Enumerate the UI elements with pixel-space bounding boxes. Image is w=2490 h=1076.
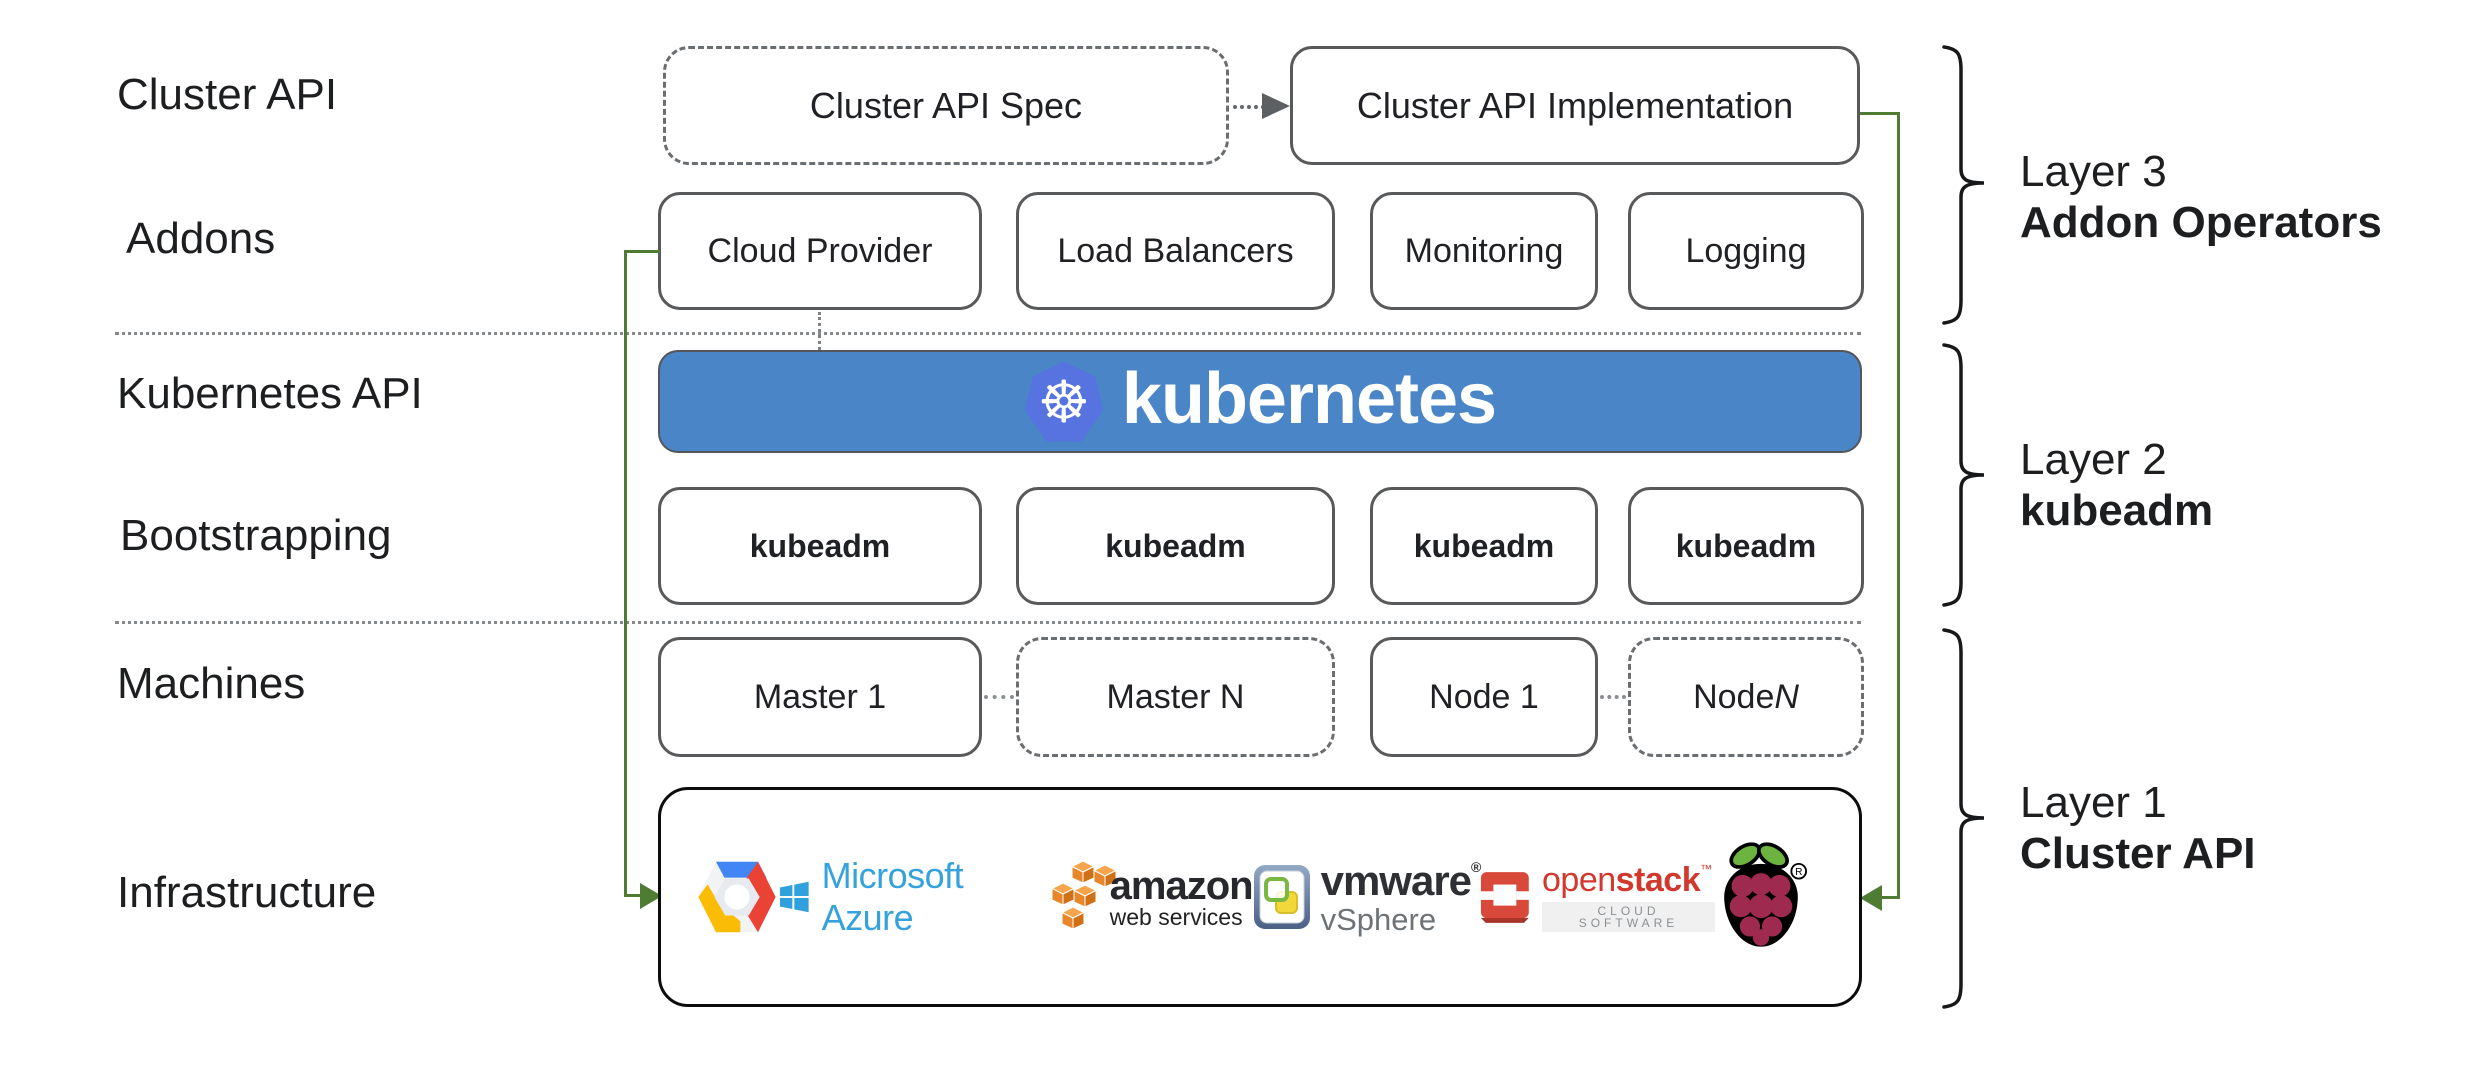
wheel-glyph: ☸ (1037, 367, 1090, 436)
microsoft-azure-logo: Microsoft Azure (779, 855, 1052, 939)
addon-label: Logging (1685, 231, 1807, 270)
web-services-wordmark: web services (1109, 903, 1243, 930)
vsphere-wordmark: vSphere (1320, 901, 1437, 937)
machine-label: Master 1 (753, 677, 887, 716)
machine-box-master-1: Master 1 (658, 637, 982, 757)
layer-1-subtitle: Cluster API (2020, 829, 2256, 878)
green-line-cloud-provider-horizontal (624, 250, 660, 253)
kubeadm-label: kubeadm (1413, 527, 1555, 564)
machine-label-italic-n: N (1774, 677, 1799, 716)
kubeadm-label: kubeadm (1675, 527, 1817, 564)
raspberry-pi-logo-icon: R (1715, 838, 1807, 956)
dotted-separator-top (115, 332, 1861, 335)
addon-box-monitoring: Monitoring (1370, 192, 1598, 310)
vmware-vsphere-logo: vmware® vSphere (1253, 856, 1482, 937)
machine-label: Node (1693, 677, 1775, 716)
green-line-right-bottom (1878, 896, 1900, 899)
layer-2-title: Layer 2 (2020, 435, 2167, 484)
green-line-right-vertical (1897, 112, 1900, 899)
row-label-machines: Machines (117, 659, 306, 708)
machine-label: Node 1 (1429, 677, 1539, 716)
openstack-icon (1480, 872, 1532, 923)
green-arrowhead-left-icon (640, 883, 662, 909)
layer-1-annotation: Layer 1 Cluster API (2020, 777, 2256, 879)
spec-to-impl-dotted-line (1233, 105, 1265, 109)
layer-2-bracket (1942, 343, 1985, 607)
machine-box-master-n: Master N (1016, 637, 1335, 757)
kubernetes-banner: ☸ kubernetes (658, 350, 1862, 453)
layer-3-bracket (1942, 45, 1985, 325)
kubeadm-label: kubeadm (749, 527, 891, 564)
layer-1-title: Layer 1 (2020, 778, 2167, 827)
kubeadm-box-4: kubeadm (1628, 487, 1864, 605)
row-label-infrastructure: Infrastructure (117, 868, 377, 917)
vmware-reg-mark: ® (1471, 858, 1481, 875)
cluster-api-spec-box: Cluster API Spec (663, 46, 1229, 165)
machine-box-node-n: Node N (1628, 637, 1864, 757)
node-dotted-connector (1600, 695, 1626, 699)
openstack-tm-mark: ™ (1700, 861, 1712, 876)
addon-label: Cloud Provider (707, 231, 933, 270)
addon-label: Load Balancers (1057, 231, 1294, 270)
green-arrowhead-right-icon (1860, 885, 1882, 911)
kubernetes-wordmark: kubernetes (1121, 358, 1497, 439)
svg-text:R: R (1795, 867, 1802, 878)
dotted-separator-bottom (115, 621, 1861, 624)
amazon-web-services-logo: amazon web services (1051, 861, 1254, 933)
azure-wordmark: Microsoft Azure (821, 855, 964, 938)
row-label-addons: Addons (126, 214, 276, 263)
amazon-wordmark: amazon (1109, 863, 1254, 908)
addon-box-load-balancers: Load Balancers (1016, 192, 1335, 310)
openstack-wordmark: openstack™ (1542, 860, 1712, 899)
layer-1-bracket (1942, 628, 1985, 1009)
cluster-api-spec-label: Cluster API Spec (809, 84, 1083, 126)
openstack-logo: openstack™ CLOUD SOFTWARE (1480, 863, 1715, 932)
layer-3-subtitle: Addon Operators (2020, 198, 2382, 247)
layer-2-subtitle: kubeadm (2020, 486, 2214, 535)
raspberry-icon: R (1724, 842, 1807, 947)
addon-label: Monitoring (1404, 231, 1564, 270)
microsoft-window-icon (779, 881, 809, 913)
green-line-implementation-horizontal (1860, 112, 1900, 115)
machine-box-node-1: Node 1 (1370, 637, 1598, 757)
cloud-software-tagline: CLOUD SOFTWARE (1542, 901, 1715, 932)
master-dotted-connector (984, 695, 1014, 699)
gcp-hexagon-icon (698, 861, 776, 933)
kubernetes-wheel-icon: ☸ (1024, 361, 1104, 442)
google-cloud-platform-logo-icon (695, 851, 779, 943)
layer-3-annotation: Layer 3 Addon Operators (2020, 146, 2382, 248)
cluster-api-implementation-box: Cluster API Implementation (1290, 46, 1860, 165)
row-label-kubernetes-api: Kubernetes API (117, 369, 423, 418)
green-line-left-vertical (624, 250, 627, 896)
kubeadm-box-3: kubeadm (1370, 487, 1598, 605)
vmware-icon (1253, 865, 1310, 929)
cloud-provider-to-kubernetes-dotted-connector (818, 312, 821, 350)
vmware-wordmark: vmware® (1320, 856, 1482, 904)
row-label-bootstrapping: Bootstrapping (120, 511, 392, 560)
kubeadm-label: kubeadm (1105, 527, 1246, 564)
kubeadm-box-2: kubeadm (1016, 487, 1335, 605)
addon-box-cloud-provider: Cloud Provider (658, 192, 982, 310)
spec-to-impl-arrowhead-icon (1262, 93, 1290, 119)
infrastructure-container: Microsoft Azure amazon web services (658, 787, 1862, 1007)
layer-2-annotation: Layer 2 kubeadm (2020, 434, 2213, 536)
kubeadm-box-1: kubeadm (658, 487, 982, 605)
green-line-left-bottom (624, 894, 646, 897)
cluster-api-implementation-label: Cluster API Implementation (1356, 84, 1794, 126)
aws-cubes-icon (1051, 861, 1117, 930)
layer-3-title: Layer 3 (2020, 147, 2167, 196)
addon-box-logging: Logging (1628, 192, 1864, 310)
row-label-cluster-api: Cluster API (117, 70, 338, 119)
machine-label: Master N (1106, 677, 1245, 716)
